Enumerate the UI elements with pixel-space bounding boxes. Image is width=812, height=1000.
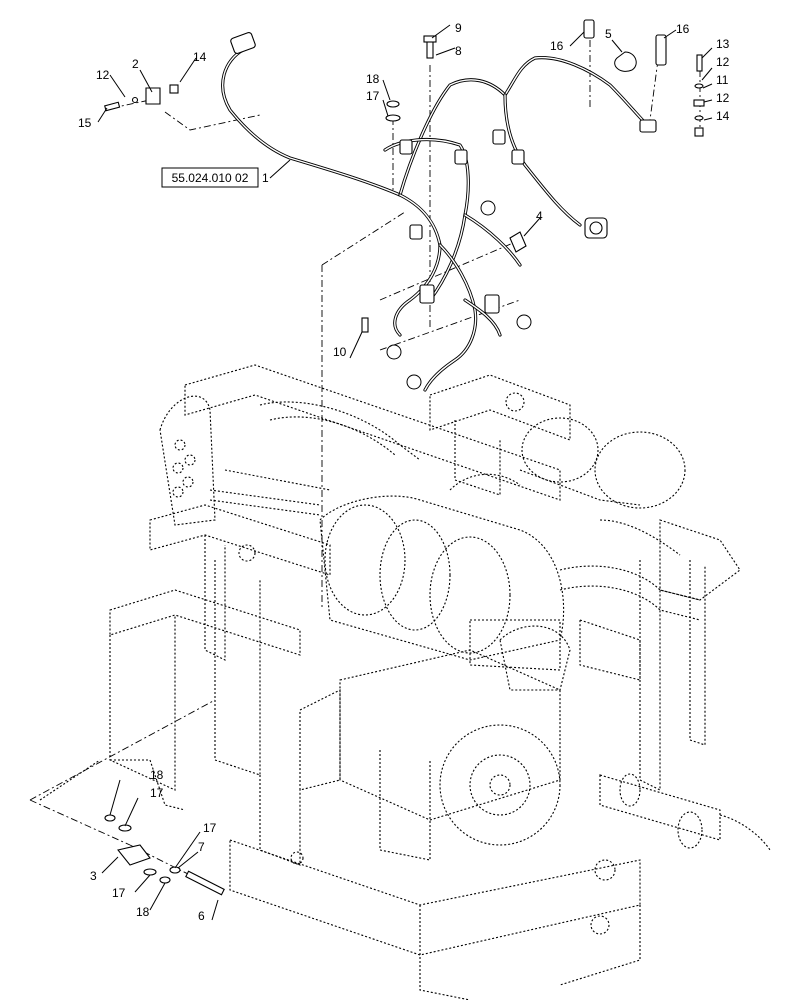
callout-17-top: 17 [366,89,380,103]
bracket-icon [117,844,151,866]
callout-17-lower-c: 17 [112,886,126,900]
clamp-icon [516,314,532,330]
bracket-icon [145,87,161,105]
callout-12-right-lower: 12 [716,91,730,105]
bolt-icon [185,870,225,896]
sensor-icon [509,231,527,253]
callout-3: 3 [90,869,97,883]
callout-12-right-upper: 12 [716,55,730,69]
clip-icon [614,51,637,72]
callout-leaders [97,24,713,921]
callout-2: 2 [132,57,139,71]
reference-label: 55.024.010 02 [172,171,249,185]
callout-17-lower-a: 17 [150,786,164,800]
reference-box: 55.024.010 02 [161,167,259,188]
callout-18-top: 18 [366,72,380,86]
callout-11: 11 [716,73,729,87]
callout-14-right: 14 [716,109,730,123]
bolt-icon [361,317,369,333]
bolt-icon [696,54,703,72]
callout-13: 13 [716,37,730,51]
callout-15: 15 [78,116,92,130]
callout-4: 4 [536,209,543,223]
callout-6: 6 [198,909,205,923]
sensor-icon [583,19,595,39]
machine-frame [39,364,771,1000]
small-parts [104,19,705,896]
bolt-icon [426,39,434,59]
callout-16-left: 16 [550,39,564,53]
wiring-harness [221,32,657,392]
callout-16-right: 16 [676,22,690,36]
transmission-assembly [224,417,741,861]
callout-17-lower-b: 17 [203,821,217,835]
clamp-icon [386,344,402,360]
callout-numbers: 1 2 3 4 5 6 7 8 9 10 11 12 12 12 13 14 1… [78,21,730,923]
callout-5: 5 [605,27,612,41]
callout-8: 8 [455,44,462,58]
clamp-icon [480,200,496,216]
sensor-icon [655,34,667,66]
callout-14-left: 14 [193,50,207,64]
callout-18-lower-a: 18 [150,768,164,782]
callout-12-left: 12 [96,68,110,82]
callout-7: 7 [198,840,205,854]
callout-9: 9 [455,21,462,35]
screw-icon [104,101,121,112]
leader-lines [29,40,701,881]
callout-18-lower-b: 18 [136,905,150,919]
clamp-icon [406,374,422,390]
callout-1: 1 [262,171,269,185]
callout-10: 10 [333,345,347,359]
harness-main-connector [230,32,256,54]
